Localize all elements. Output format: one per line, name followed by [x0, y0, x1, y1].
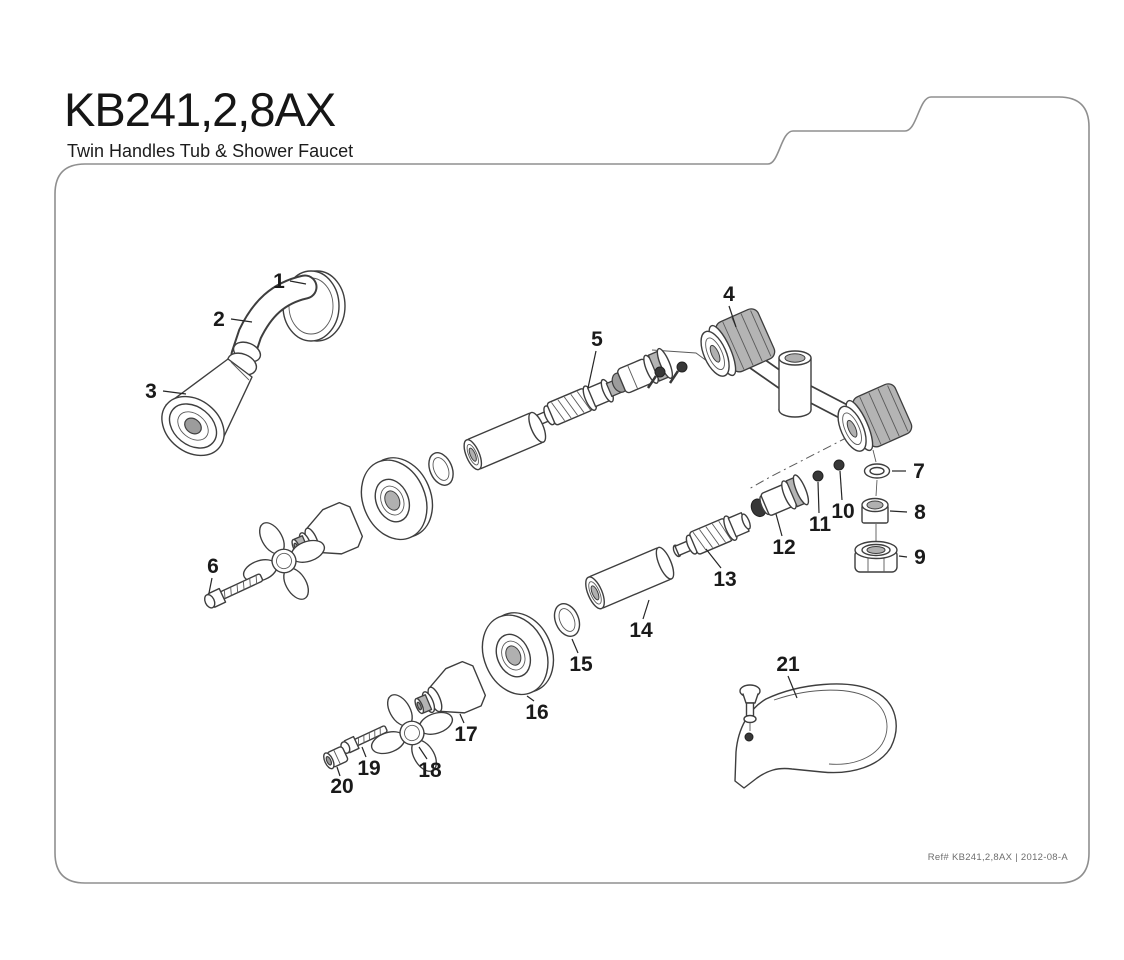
leader-line-11 [817, 481, 820, 514]
part-number-16: 16 [525, 701, 548, 724]
leader-line-1 [289, 280, 307, 285]
leader-line-3 [162, 390, 187, 395]
valve-body-left-port [700, 308, 776, 377]
leader-line-9 [898, 555, 908, 558]
upper-packing-screw [646, 366, 666, 389]
upper-packing-nut [668, 361, 688, 384]
part-number-14: 14 [629, 619, 653, 642]
part-7-o-ring [863, 463, 891, 479]
part-number-9: 9 [914, 546, 926, 569]
leader-line-18 [418, 746, 428, 760]
part-17-bell-sleeve [414, 660, 487, 715]
part-19-handle-screw [340, 725, 388, 754]
part-number-19: 19 [357, 757, 380, 780]
part-number-1: 1 [273, 270, 285, 293]
part-number-13: 13 [713, 568, 736, 591]
spud-align-line-2 [875, 479, 878, 497]
sheet-border [54, 96, 1090, 884]
part-number-10: 10 [831, 500, 854, 523]
part-number-18: 18 [418, 759, 442, 782]
spud-align-line-1 [872, 449, 877, 463]
part-15-trim-ring [553, 603, 581, 637]
leader-line-14 [642, 599, 650, 620]
part-number-3: 3 [145, 380, 157, 403]
part-6-handle-screw [203, 573, 264, 609]
leader-line-13 [705, 548, 722, 569]
leader-line-12 [775, 513, 783, 537]
page-subtitle: Twin Handles Tub & Shower Faucet [67, 141, 354, 161]
leader-line-21 [787, 675, 798, 699]
part-12-cartridge-bonnet [750, 474, 810, 518]
part-21-tub-spout [734, 683, 897, 789]
part-11-packing-nut [812, 470, 824, 482]
leader-line-15 [571, 638, 579, 654]
leader-line-19 [361, 746, 367, 758]
part-number-17: 17 [454, 723, 477, 746]
assembly-axis-line [748, 436, 849, 490]
part-3-shower-head [161, 341, 262, 457]
leader-line-8 [889, 510, 908, 513]
part-number-4: 4 [723, 283, 735, 306]
part-14-sleeve-tube [585, 546, 675, 610]
upper-trim-ring [428, 452, 454, 486]
part-10-packing-screw [833, 459, 845, 471]
part-20-cap-nut [323, 746, 349, 770]
part-number-12: 12 [772, 536, 795, 559]
leader-line-6 [208, 577, 213, 594]
part-number-7: 7 [913, 460, 925, 483]
leader-line-5 [587, 350, 597, 389]
part-number-11: 11 [809, 513, 832, 536]
part-number-20: 20 [330, 775, 353, 798]
leader-line-17 [459, 713, 465, 724]
reference-number: Ref# KB241,2,8AX | 2012-08-A [927, 852, 1068, 863]
part-13-valve-stem [672, 512, 751, 558]
upper-sleeve-tube [463, 411, 547, 471]
part-number-21: 21 [776, 653, 800, 676]
part-number-6: 6 [207, 555, 219, 578]
upper-escutcheon [360, 457, 434, 541]
part-2-shower-arm [230, 274, 318, 368]
part-8-bushing [861, 497, 889, 524]
part-18-cross-handle [370, 694, 454, 772]
leader-line-16 [526, 695, 535, 702]
part-16-escutcheon [481, 612, 555, 696]
upper-cross-handle [242, 522, 326, 600]
part-number-2: 2 [213, 308, 225, 331]
part-number-15: 15 [569, 653, 593, 676]
leader-line-4 [728, 305, 737, 328]
diverter-knob [739, 684, 761, 742]
leader-line-10 [839, 470, 843, 501]
leader-line-2 [230, 318, 253, 323]
leader-line-20 [336, 766, 341, 777]
part-9-coupling-nut [854, 540, 898, 573]
valve-body-right-port [837, 383, 913, 452]
part-4-valve-body [700, 308, 913, 452]
part-number-8: 8 [914, 501, 926, 524]
part-number-5: 5 [591, 328, 603, 351]
page-title: KB241,2,8AX [64, 83, 336, 136]
